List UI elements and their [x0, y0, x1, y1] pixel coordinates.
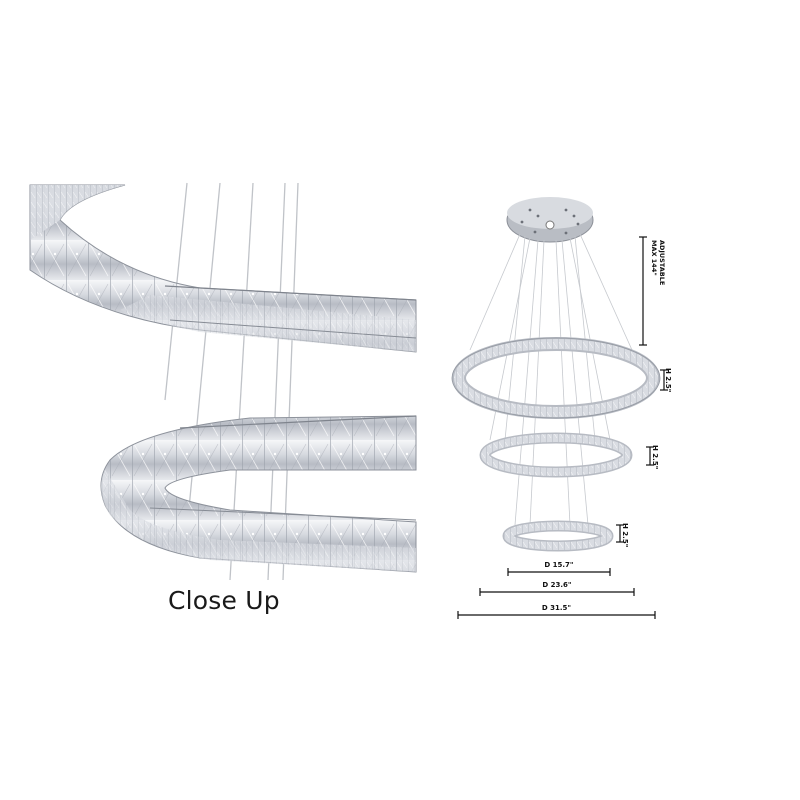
closeup-ring-lower — [100, 415, 417, 573]
diameter-markers — [457, 568, 656, 619]
ring-height-markers — [616, 369, 668, 543]
ring-medium — [479, 432, 633, 478]
diameter-label-small: D 15.7" — [544, 561, 574, 569]
adjustable-height-dimension — [639, 236, 647, 346]
diameter-label-medium: D 23.6" — [542, 581, 572, 589]
ring-large — [451, 337, 661, 419]
height-label-small: H 2.5" — [621, 523, 629, 548]
suspension-wires — [469, 233, 633, 526]
adjustable-line1: ADJUSTABLE — [658, 240, 666, 286]
height-label-large: H 2.5" — [664, 368, 672, 393]
ring-small — [502, 520, 614, 552]
adjustable-line2: MAX 144" — [650, 240, 658, 276]
ceiling-canopy — [506, 197, 594, 243]
diameter-label-large: D 31.5" — [541, 604, 572, 612]
adjustable-label: ADJUSTABLE MAX 144" — [650, 240, 670, 340]
height-label-medium: H 2.5" — [651, 445, 659, 470]
closeup-ring-upper — [29, 184, 417, 353]
closeup-caption: Close Up — [168, 586, 280, 615]
